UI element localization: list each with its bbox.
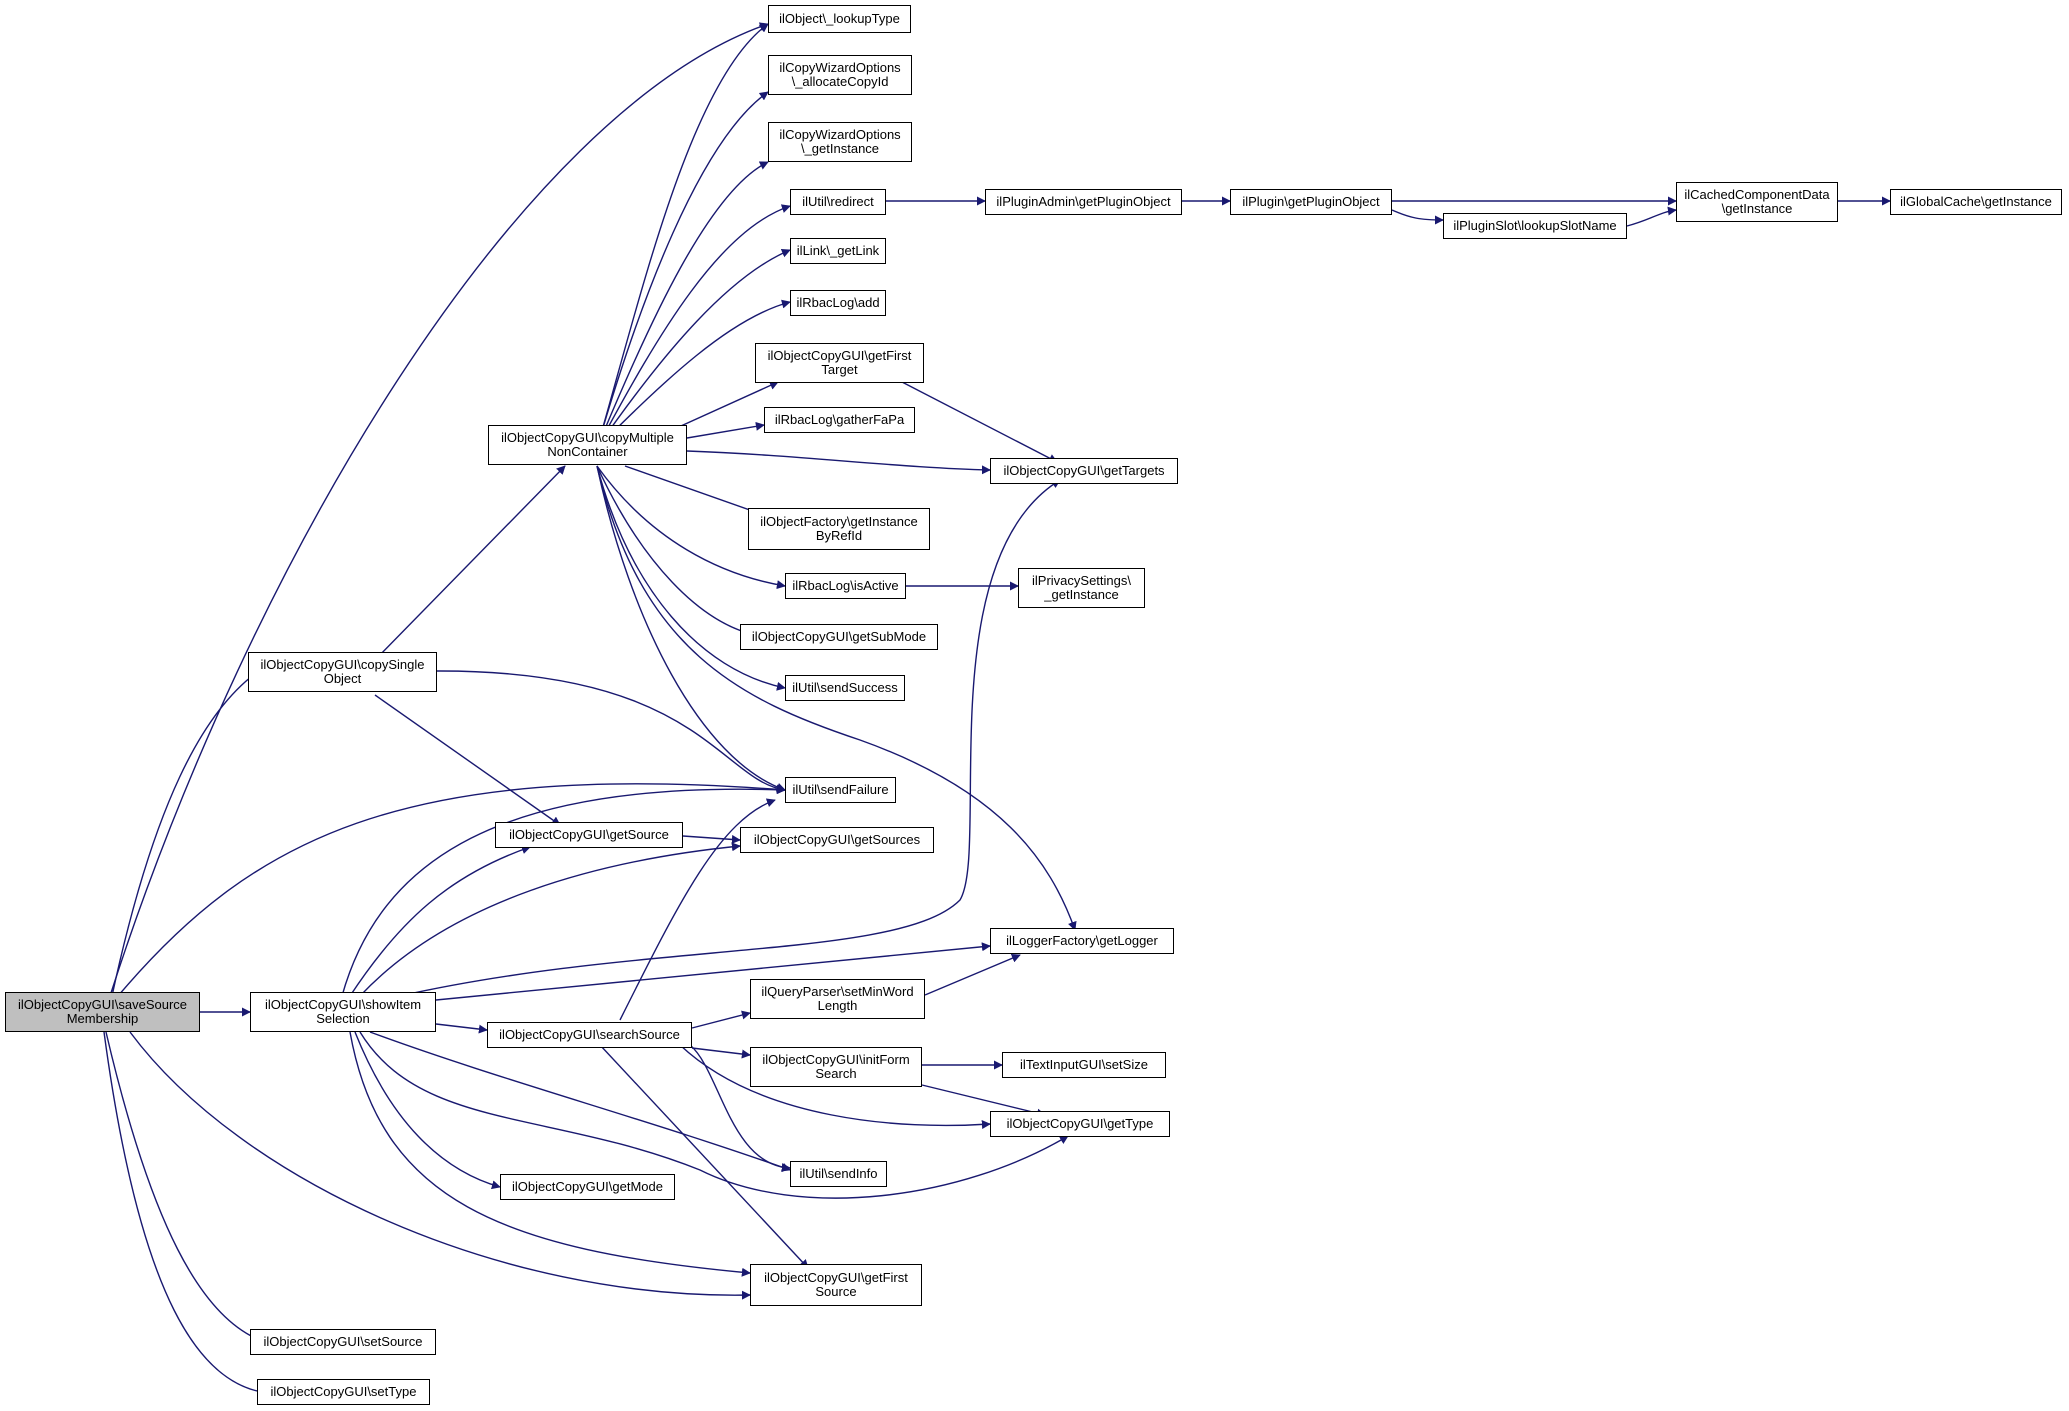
edge-save-getFirstSource: [129, 1031, 751, 1300]
node-get-instance-by-ref-id[interactable]: ilObjectFactory\getInstance ByRefId: [748, 508, 930, 550]
edge-si-getFirstSource: [349, 1031, 751, 1277]
node-util-redirect[interactable]: ilUtil\redirect: [790, 189, 886, 215]
edge-si-getType: [359, 1031, 1069, 1199]
node-rbaclog-is-active[interactable]: ilRbacLog\isActive: [785, 573, 906, 599]
node-copy-multiple-non-container[interactable]: ilObjectCopyGUI\copyMultiple NonContaine…: [488, 425, 687, 465]
node-privacy-settings-get-instance[interactable]: ilPrivacySettings\ _getInstance: [1018, 568, 1145, 608]
node-rbaclog-gather-fapa[interactable]: ilRbacLog\gatherFaPa: [764, 407, 915, 433]
edge-copySingle-sendFailure: [436, 670, 786, 794]
node-get-first-source[interactable]: ilObjectCopyGUI\getFirst Source: [750, 1264, 922, 1306]
edge-si-getSource: [349, 845, 531, 997]
edge-slot-cached: [1626, 206, 1677, 227]
edge-copySingle-getSource: [374, 694, 561, 826]
edge-cm-sendFailure: [596, 465, 786, 792]
node-util-send-success[interactable]: ilUtil\sendSuccess: [785, 675, 905, 701]
node-get-sub-mode[interactable]: ilObjectCopyGUI\getSubMode: [740, 624, 938, 650]
node-plugin-slot-lookup-slot-name[interactable]: ilPluginSlot\lookupSlotName: [1443, 213, 1627, 239]
node-get-sources[interactable]: ilObjectCopyGUI\getSources: [740, 827, 934, 853]
node-search-source[interactable]: ilObjectCopyGUI\searchSource: [487, 1022, 692, 1048]
edge-cm-rbacAdd: [596, 299, 791, 449]
edge-si-sendInfo: [369, 1031, 791, 1172]
edge-ss-setMinWord: [691, 1010, 751, 1029]
edge-cm-getInstanceByRefId: [624, 465, 765, 517]
edge-ss-getFirstSource: [599, 1044, 809, 1269]
edge-save-setSource: [105, 1031, 266, 1344]
edge-cm-allocateCopyId: [596, 91, 769, 449]
edge-si-getTargets: [399, 479, 1061, 997]
edge-si-sendFailure: [341, 785, 786, 997]
edge-copySingle-copyMultiple: [374, 465, 566, 661]
node-get-type[interactable]: ilObjectCopyGUI\getType: [990, 1111, 1170, 1137]
edge-cm-getLogger: [596, 465, 1077, 931]
node-util-send-info[interactable]: ilUtil\sendInfo: [790, 1161, 887, 1187]
node-logger-factory-get-logger[interactable]: ilLoggerFactory\getLogger: [990, 928, 1174, 954]
edge-cm-getTargets: [686, 450, 991, 475]
node-plugin-get-plugin-object[interactable]: ilPlugin\getPluginObject: [1230, 189, 1392, 215]
edge-cm-getLink: [596, 248, 791, 449]
node-get-first-target[interactable]: ilObjectCopyGUI\getFirst Target: [755, 343, 924, 383]
edge-si-getMode: [354, 1031, 501, 1190]
node-rbaclog-add[interactable]: ilRbacLog\add: [790, 290, 886, 316]
edge-cm-sendSuccess: [596, 465, 786, 691]
node-cwo-get-instance[interactable]: ilCopyWizardOptions \_getInstance: [768, 122, 912, 162]
edge-ss-sendFailure: [619, 798, 776, 1021]
edge-cm-cwoGetInstance: [596, 161, 769, 449]
edge-cm-lookupType: [596, 23, 769, 449]
edge-ss-sendInfo: [689, 1044, 791, 1173]
node-link-get-link[interactable]: ilLink\_getLink: [790, 238, 886, 264]
node-init-form-search[interactable]: ilObjectCopyGUI\initForm Search: [750, 1047, 922, 1087]
edge-pluginGet-slot: [1391, 209, 1444, 225]
node-set-source[interactable]: ilObjectCopyGUI\setSource: [250, 1329, 436, 1355]
node-lookup-type[interactable]: ilObject\_lookupType: [768, 5, 911, 33]
node-save-source-membership[interactable]: ilObjectCopyGUI\saveSource Membership: [5, 992, 200, 1032]
node-allocate-copy-id[interactable]: ilCopyWizardOptions \_allocateCopyId: [768, 55, 912, 95]
edge-save-sendFailure: [117, 783, 786, 997]
edge-si-searchSource: [435, 1023, 488, 1034]
edge-cm-isActive: [596, 465, 786, 590]
node-get-targets[interactable]: ilObjectCopyGUI\getTargets: [990, 458, 1178, 484]
edge-ifs-getType: [921, 1084, 1046, 1118]
edge-si-getSources: [359, 842, 741, 997]
edge-save-lookupType: [109, 22, 769, 997]
edge-getSource-getSources: [682, 834, 741, 844]
edge-ss-initForm: [691, 1047, 751, 1059]
node-util-send-failure[interactable]: ilUtil\sendFailure: [785, 777, 896, 803]
node-text-input-set-size[interactable]: ilTextInputGUI\setSize: [1002, 1052, 1166, 1078]
edge-save-copySingle: [111, 660, 276, 997]
edge-save-setType: [103, 1031, 269, 1397]
edge-si-getLogger: [435, 942, 991, 1001]
node-copy-single-object[interactable]: ilObjectCopyGUI\copySingle Object: [248, 652, 437, 692]
node-set-type[interactable]: ilObjectCopyGUI\setType: [257, 1379, 430, 1405]
edge-smwl-getLogger: [924, 953, 1021, 996]
node-get-source[interactable]: ilObjectCopyGUI\getSource: [495, 822, 683, 848]
edge-cm-getSubMode: [596, 465, 761, 639]
edge-gft-getTargets: [901, 381, 1058, 463]
node-show-item-selection[interactable]: ilObjectCopyGUI\showItem Selection: [250, 992, 436, 1032]
node-get-mode[interactable]: ilObjectCopyGUI\getMode: [500, 1174, 675, 1200]
edge-ss-getType: [679, 1044, 991, 1130]
node-query-parser-set-min-word-length[interactable]: ilQueryParser\setMinWord Length: [750, 979, 925, 1019]
node-plugin-admin-get-plugin-object[interactable]: ilPluginAdmin\getPluginObject: [985, 189, 1182, 215]
edge-cm-gatherFaPa: [686, 421, 765, 439]
node-global-cache-get-instance[interactable]: ilGlobalCache\getInstance: [1890, 189, 2062, 215]
node-cached-component-data-get-instance[interactable]: ilCachedComponentData \getInstance: [1676, 182, 1838, 222]
edge-cm-redirect: [596, 204, 791, 449]
